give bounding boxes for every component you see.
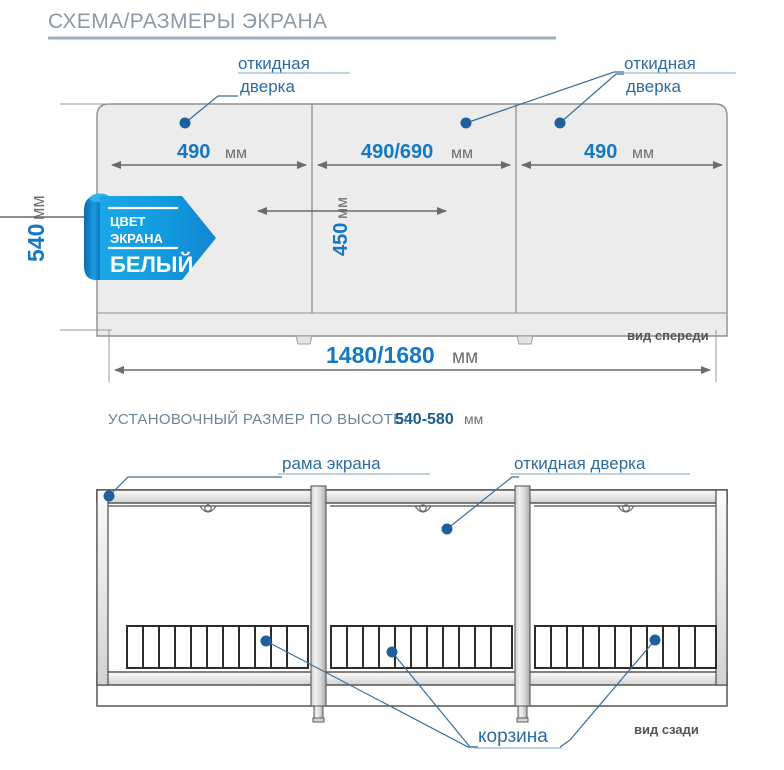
page-title: СХЕМА/РАЗМЕРЫ ЭКРАНА: [48, 10, 327, 33]
install-note-value: 540-580: [395, 411, 454, 428]
dim-panel2-value: 490/690: [361, 141, 433, 163]
dim-inner-height-450: 450 мм: [257, 197, 447, 256]
install-note-prefix: УСТАНОВОЧНЫЙ РАЗМЕР ПО ВЫСОТЕ:: [108, 410, 408, 428]
callout-door-right-dot-a: [460, 117, 472, 129]
banner-line-1: ЦВЕТ: [110, 214, 146, 229]
rear-bottom-rail: [96, 671, 728, 686]
front-view-label: вид спереди: [627, 328, 709, 343]
callout-door-right-label-2: дверка: [626, 77, 681, 96]
callout-door-left-leader: [184, 95, 238, 124]
basket-section-right: [534, 625, 717, 669]
screen-feet: [295, 335, 534, 345]
dim-total-width-value: 1480/1680: [326, 342, 435, 368]
color-banner: ЦВЕТ ЭКРАНА БЕЛЫЙ: [84, 193, 216, 280]
callout-frame-label: рама экрана: [282, 454, 381, 473]
rear-post-left: [310, 485, 327, 723]
rear-view-group: рама экрана откидная дверка корзина вид …: [96, 454, 728, 749]
dim-total-width: 1480/1680 мм: [108, 330, 717, 382]
callout-basket-dot-b: [386, 646, 398, 658]
callout-rear-door: откидная дверка: [441, 454, 690, 535]
callout-basket: корзина: [260, 634, 661, 749]
basket-section-left: [126, 625, 309, 669]
callout-rear-door-leader: [446, 476, 519, 530]
install-note: УСТАНОВОЧНЫЙ РАЗМЕР ПО ВЫСОТЕ: 540-580 м…: [108, 410, 483, 428]
callout-door-left-label-2: дверка: [240, 77, 295, 96]
dim-height-540-value: 540: [23, 224, 49, 262]
callout-door-right-label-1: откидная: [624, 54, 696, 73]
dim-total-width-unit: мм: [452, 347, 478, 368]
rear-right-stile: [715, 489, 728, 686]
callout-basket-label: корзина: [478, 726, 548, 747]
dim-panel3-value: 490: [584, 141, 617, 163]
callout-door-right-leader-b: [559, 73, 624, 124]
rear-left-stile: [96, 489, 109, 686]
rear-view-label: вид сзади: [634, 722, 699, 737]
callout-door-left: откидная дверка: [179, 54, 350, 129]
banner-line-3: БЕЛЫЙ: [110, 252, 193, 277]
callout-door-right-leader-a: [465, 71, 624, 124]
callout-rear-door-label: откидная дверка: [514, 454, 646, 473]
dim-panel1-value: 490: [177, 141, 210, 163]
dim-inner-height-unit: мм: [334, 197, 351, 219]
callout-frame: рама экрана: [103, 454, 430, 502]
callout-door-right: откидная дверка: [460, 54, 736, 129]
rear-post-right: [514, 485, 531, 723]
callout-door-left-dot: [179, 117, 191, 129]
dim-height-540: 540 мм: [0, 103, 175, 331]
callout-rear-door-dot: [441, 523, 453, 535]
rear-top-rail: [96, 489, 728, 504]
dim-panel2-unit: мм: [451, 145, 473, 162]
callout-door-left-label-1: откидная: [238, 54, 310, 73]
dim-height-540-unit: мм: [28, 195, 48, 220]
dim-width-490-690-center: 490/690 мм: [317, 141, 511, 169]
callout-frame-dot: [103, 490, 115, 502]
front-view-group: 540 мм 490 мм 490/690 мм 490 мм 450: [0, 54, 736, 382]
callout-frame-leader: [108, 476, 282, 497]
dim-width-490-left: 490 мм: [111, 141, 307, 169]
dim-panel1-unit: мм: [225, 145, 247, 162]
callout-basket-leader-c: [559, 639, 656, 748]
banner-line-2: ЭКРАНА: [110, 231, 163, 246]
dim-panel3-unit: мм: [632, 145, 654, 162]
callout-basket-leader-b: [391, 651, 478, 748]
install-note-unit: мм: [464, 411, 483, 427]
dim-width-490-right: 490 мм: [521, 141, 723, 169]
callout-basket-dot-c: [649, 634, 661, 646]
basket-section-center: [330, 625, 513, 669]
rear-latch-glyphs: [199, 504, 635, 513]
callout-door-right-dot-b: [554, 117, 566, 129]
callout-basket-dot-a: [260, 635, 272, 647]
dim-inner-height-value: 450: [330, 223, 352, 256]
